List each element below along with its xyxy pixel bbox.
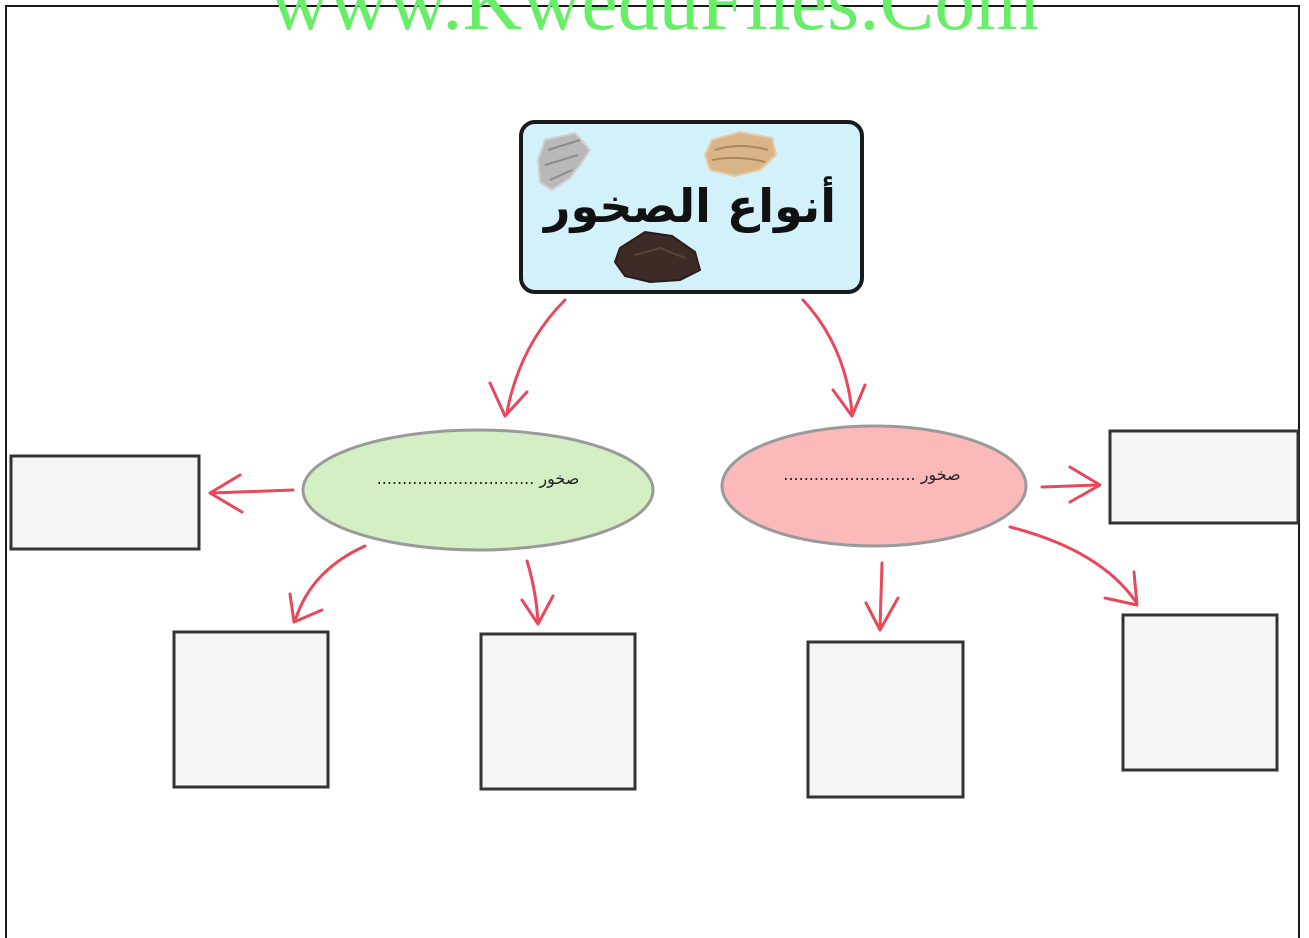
answer-box-right-2[interactable] — [1121, 613, 1279, 772]
right-down-arrow — [864, 561, 900, 632]
left-side-arrow — [208, 473, 295, 514]
answer-box-left-2[interactable] — [479, 632, 637, 791]
left-down-left-arrow — [288, 544, 367, 624]
left-category-ellipse — [301, 428, 655, 552]
dark-rock-icon — [613, 230, 702, 284]
answer-box-right-1[interactable] — [806, 640, 965, 799]
answer-box-right-side[interactable] — [1108, 429, 1300, 525]
title-text: أنواع الصخور — [542, 176, 836, 233]
right-down-right-arrow — [1008, 525, 1139, 607]
left-category: صخور ............................... — [301, 428, 655, 552]
title-to-right-arrow — [801, 298, 867, 418]
right-category: صخور .......................... — [720, 424, 1028, 548]
answer-box-left-side[interactable] — [9, 454, 201, 551]
right-category-ellipse — [720, 424, 1028, 548]
gray-rock-icon — [536, 131, 592, 192]
left-category-label: صخور ............................... — [377, 469, 580, 489]
title-box-background — [519, 120, 864, 294]
title-to-left-arrow — [488, 298, 567, 418]
left-down-right-arrow — [520, 559, 555, 626]
title-box: أنواع الصخور — [519, 120, 864, 294]
right-category-label: صخور .......................... — [783, 465, 960, 485]
answer-box-left-1[interactable] — [172, 630, 330, 789]
watermark: www.KweduFiles.Com — [269, 0, 1040, 47]
tan-rock-icon — [703, 130, 778, 178]
right-side-arrow — [1040, 465, 1102, 504]
